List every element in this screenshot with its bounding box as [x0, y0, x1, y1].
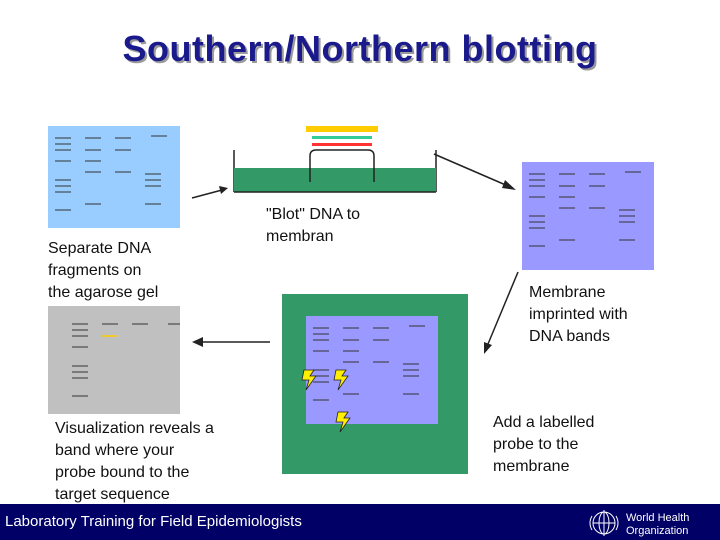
logo-line-2: Organization	[626, 525, 688, 537]
probe-lightning-icon	[301, 369, 351, 433]
arrow-membrane-to-probe	[484, 271, 519, 354]
label-line: band where your	[55, 442, 175, 459]
arrow-probe-to-result	[192, 337, 270, 347]
label-line: membrane	[493, 458, 570, 475]
label-line: Membrane	[529, 284, 606, 301]
label-line: fragments on	[48, 262, 142, 279]
label-line: Add a labelled	[493, 414, 595, 431]
step-visualization-label: Visualization reveals a band where your …	[55, 418, 214, 506]
label-line: target sequence	[55, 486, 170, 503]
dna-membrane	[522, 162, 654, 270]
label-line: imprinted with	[529, 306, 628, 323]
footer-text: Laboratory Training for Field Epidemiolo…	[5, 513, 302, 530]
slide-title: Southern/Northern blotting	[122, 28, 598, 69]
label-line: probe bound to the	[55, 464, 190, 481]
label-line: probe to the	[493, 436, 579, 453]
probe-layer-red	[312, 143, 372, 146]
label-line: membran	[266, 228, 334, 245]
visualization-result	[48, 306, 180, 414]
step-blot-label: "Blot" DNA to membran	[266, 204, 360, 248]
footer-bar: Laboratory Training for Field Epidemiolo…	[0, 504, 720, 540]
label-line: "Blot" DNA to	[266, 206, 361, 223]
step-probe-label: Add a labelled probe to the membrane	[493, 412, 594, 478]
blotting-tray	[233, 126, 437, 193]
probe-layer-green	[312, 136, 372, 139]
probe-layer-yellow	[306, 126, 378, 132]
step-membrane-label: Membrane imprinted with DNA bands	[529, 282, 628, 348]
step-separate-label: Separate DNA fragments on the agarose ge…	[48, 238, 158, 304]
agarose-gel	[48, 126, 180, 228]
label-line: Visualization reveals a	[55, 420, 214, 437]
who-emblem-icon	[589, 510, 619, 536]
label-line: Separate DNA	[48, 240, 152, 257]
who-logo: World Health Organization	[589, 510, 689, 537]
label-line: the agarose gel	[48, 284, 159, 301]
arrow-blot-to-membrane	[433, 153, 516, 190]
probe-hybridization	[282, 294, 468, 474]
arrow-gel-to-blot	[191, 186, 228, 199]
label-line: DNA bands	[529, 328, 610, 345]
logo-line-1: World Health	[626, 512, 689, 524]
